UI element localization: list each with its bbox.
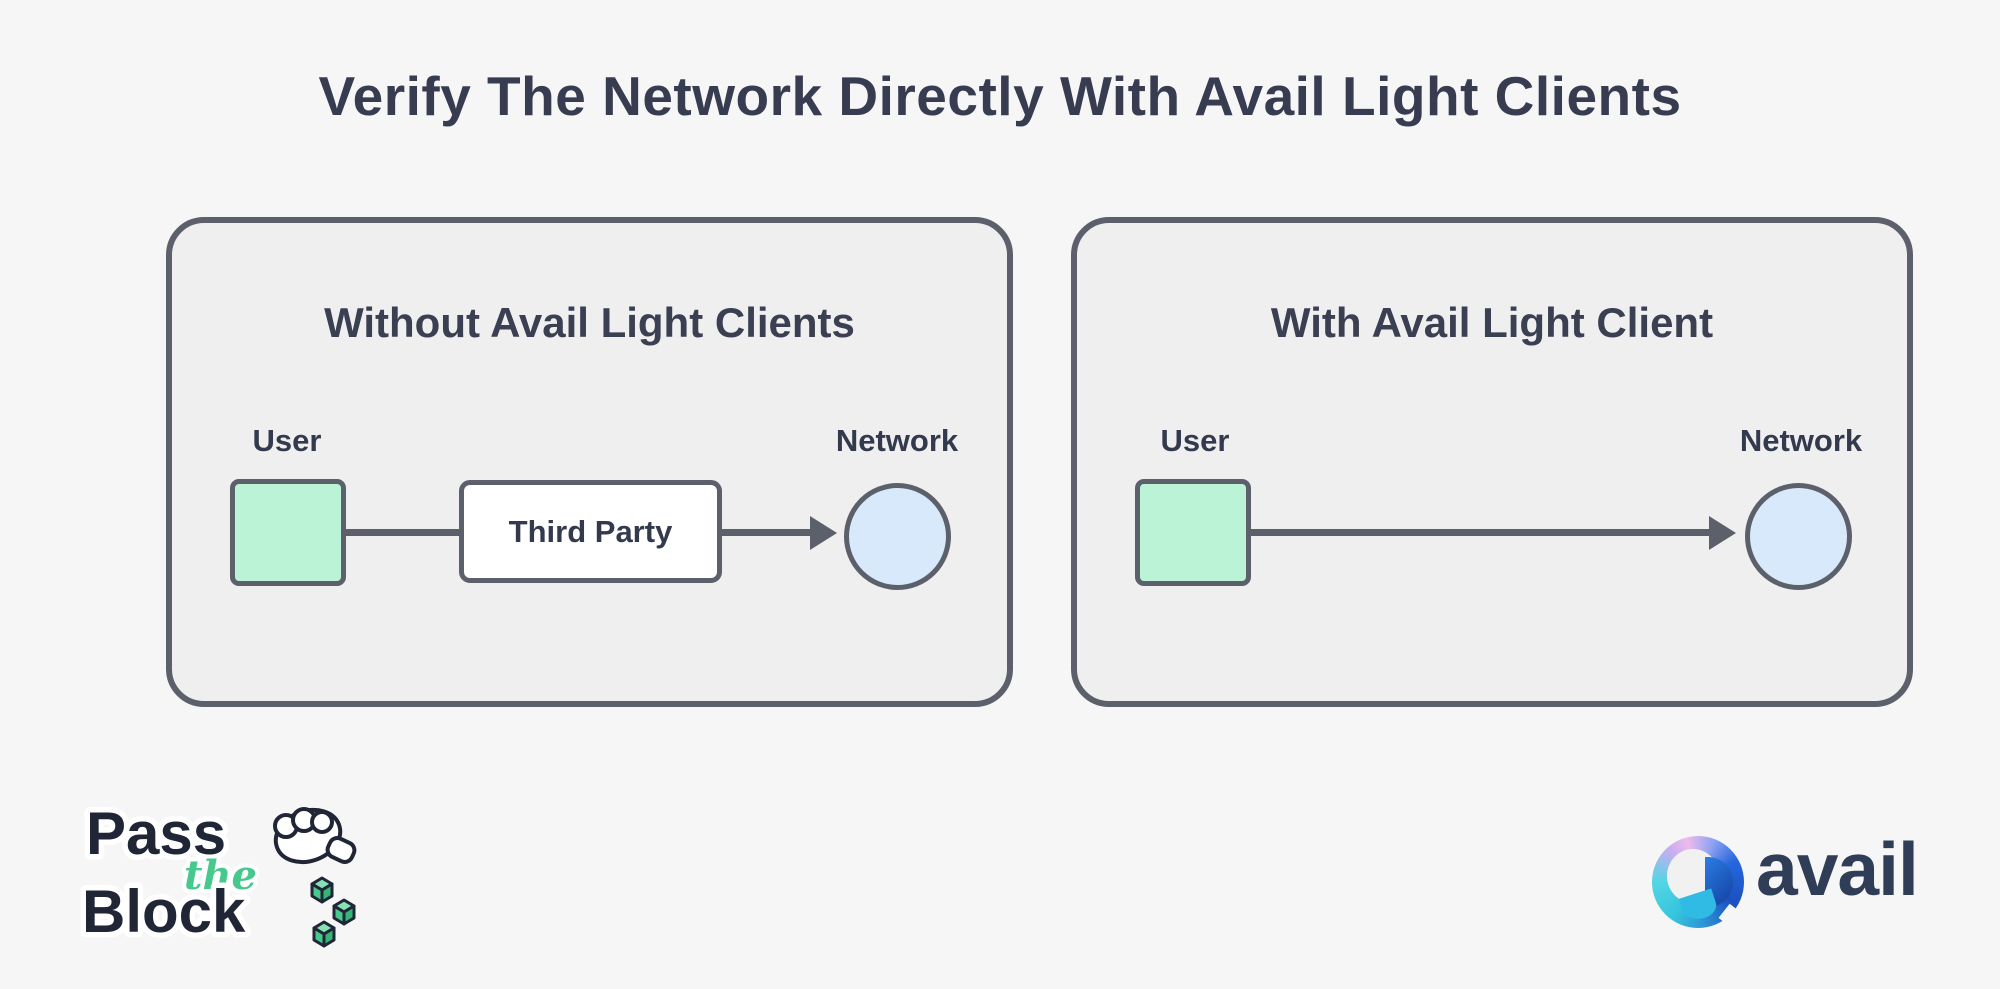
fist-icon [273, 807, 357, 865]
ptb-word-pass: Pass [86, 800, 226, 867]
connector-third-party-to-network [720, 529, 812, 536]
connector-user-to-network [1249, 529, 1711, 536]
connector-user-to-third-party [344, 529, 461, 536]
avail-mark-notch [1718, 903, 1746, 931]
network-label: Network [835, 423, 959, 458]
panel-without-avail-light-clients: Without Avail Light Clients User Third P… [166, 217, 1013, 707]
user-node [230, 479, 346, 586]
avail-logo: avail [1650, 820, 1940, 935]
third-party-label: Third Party [508, 513, 673, 549]
arrowhead-icon [1709, 516, 1736, 550]
arrowhead-icon [810, 516, 837, 550]
avail-wordmark: avail [1756, 827, 1919, 911]
user-node [1135, 479, 1251, 586]
panel-title: With Avail Light Client [1270, 299, 1714, 346]
user-label: User [1160, 423, 1230, 458]
network-node [1745, 483, 1852, 590]
ptb-word-the: the [184, 852, 257, 899]
panel-with-avail-light-client: With Avail Light Client User Network [1071, 217, 1913, 707]
third-party-node: Third Party [459, 480, 722, 583]
dice-icons [310, 876, 356, 948]
pass-the-block-logo: Pass the Block [76, 792, 376, 962]
ptb-word-block: Block [82, 878, 246, 945]
user-label: User [252, 423, 322, 458]
network-node [844, 483, 951, 590]
panel-title: Without Avail Light Clients [324, 299, 855, 346]
pass-the-block-logo-art: Pass the Block [77, 795, 357, 951]
network-label: Network [1739, 423, 1863, 458]
diagram-title: Verify The Network Directly With Avail L… [318, 65, 1682, 127]
avail-logo-mark-icon [1652, 836, 1746, 931]
